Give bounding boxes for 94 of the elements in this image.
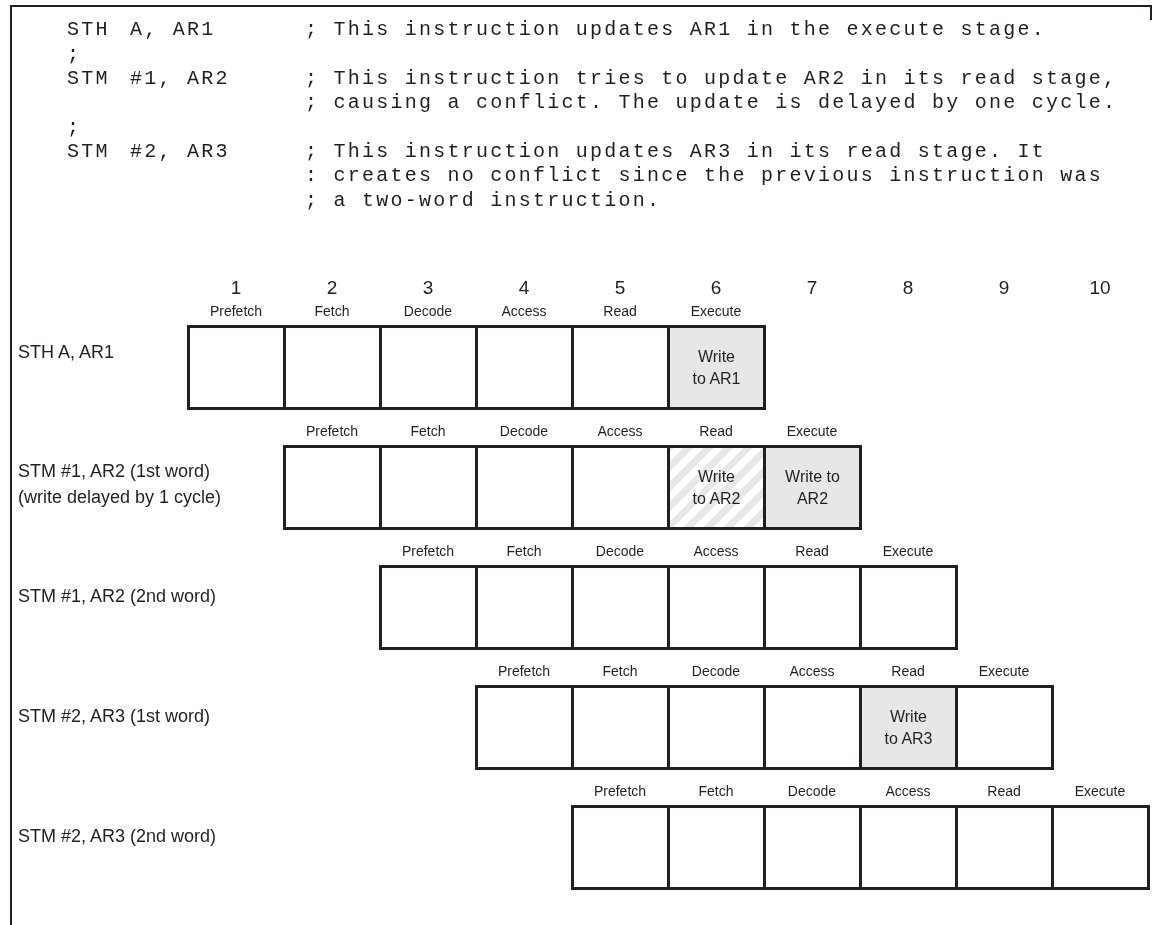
shaded-pipeline-cell	[763, 445, 862, 530]
pipeline-cell	[475, 685, 574, 770]
code-comment: ; This instruction tries to update AR2 in its read stage,	[305, 67, 1118, 91]
code-comment: : creates no conflict since the previous instruction was	[305, 164, 1104, 188]
instruction-label: STM #1, AR2 (1st word)	[18, 460, 211, 483]
stage-label: Execute	[1073, 782, 1127, 800]
pipeline-cell	[475, 445, 574, 530]
pipeline-cell	[283, 325, 382, 410]
stage-label: Fetch	[601, 662, 639, 680]
pipeline-cell	[187, 325, 286, 410]
cycle-number: 6	[709, 277, 723, 299]
code-comment: ; a two-word instruction.	[305, 189, 662, 213]
stage-label: Prefetch	[496, 662, 552, 680]
pipeline-cell	[667, 565, 766, 650]
instruction-label: STH A, AR1	[18, 341, 115, 364]
instruction-mnemonic: STM	[67, 67, 110, 91]
stage-label: Decode	[690, 662, 742, 680]
cycle-number: 4	[517, 277, 531, 299]
code-comment: ; This instruction updates AR3 in its read stage. It	[305, 140, 1047, 164]
stage-label: Access	[884, 782, 932, 800]
cycle-number: 8	[901, 277, 915, 299]
stage-label: Execute	[881, 542, 935, 560]
cycle-number: 2	[325, 277, 339, 299]
instruction-mnemonic: STM	[67, 140, 110, 164]
pipeline-cell	[667, 805, 766, 890]
stage-label: Fetch	[697, 782, 735, 800]
stage-label: Decode	[594, 542, 646, 560]
pipeline-cell	[571, 685, 670, 770]
pipeline-cell	[475, 565, 574, 650]
stage-label: Fetch	[409, 422, 447, 440]
pipeline-cell	[763, 685, 862, 770]
stage-label: Access	[500, 302, 548, 320]
cycle-number: 9	[997, 277, 1011, 299]
pipeline-cell	[571, 565, 670, 650]
stage-label: Access	[596, 422, 644, 440]
shaded-pipeline-cell	[859, 685, 958, 770]
cell-text: Write to AR1	[691, 346, 742, 389]
cycle-number: 3	[421, 277, 435, 299]
stage-label: Prefetch	[208, 302, 264, 320]
pipeline-cell	[1051, 805, 1150, 890]
cycle-number: 1	[229, 277, 243, 299]
instruction-operands: #1, AR2	[130, 67, 230, 91]
hatched-pipeline-cell	[667, 445, 766, 530]
pipeline-cell	[763, 565, 862, 650]
instruction-operands: A, AR1	[130, 18, 216, 42]
stage-label: Decode	[402, 302, 454, 320]
cell-text: Write to AR2	[691, 466, 742, 509]
stage-label: Read	[794, 542, 830, 560]
stage-label: Access	[692, 542, 740, 560]
pipeline-cell	[379, 445, 478, 530]
instruction-label: STM #1, AR2 (2nd word)	[18, 585, 217, 608]
code-comment: ;	[67, 116, 82, 140]
pipeline-cell	[955, 685, 1054, 770]
stage-label: Fetch	[313, 302, 351, 320]
stage-label: Decode	[786, 782, 838, 800]
code-comment: ;	[67, 43, 82, 67]
stage-label: Fetch	[505, 542, 543, 560]
stage-label: Read	[890, 662, 926, 680]
pipeline-cell	[859, 565, 958, 650]
pipeline-cell	[955, 805, 1054, 890]
pipeline-cell	[571, 805, 670, 890]
cell-text: Write to AR3	[883, 706, 934, 749]
pipeline-cell	[571, 445, 670, 530]
code-comment: ; This instruction updates AR1 in the execute stage.	[305, 18, 1047, 42]
stage-label: Read	[986, 782, 1022, 800]
pipeline-cell	[859, 805, 958, 890]
code-comment: ; causing a conflict. The update is delayed by one cycle.	[305, 91, 1118, 115]
pipeline-cell	[667, 685, 766, 770]
cycle-number: 10	[1088, 277, 1112, 299]
instruction-label: (write delayed by 1 cycle)	[18, 486, 222, 509]
stage-label: Decode	[498, 422, 550, 440]
pipeline-cell	[379, 325, 478, 410]
stage-label: Access	[788, 662, 836, 680]
stage-label: Execute	[977, 662, 1031, 680]
pipeline-cell	[379, 565, 478, 650]
stage-label: Read	[698, 422, 734, 440]
pipeline-cell	[763, 805, 862, 890]
stage-label: Prefetch	[304, 422, 360, 440]
cycle-number: 5	[613, 277, 627, 299]
instruction-operands: #2, AR3	[130, 140, 230, 164]
cell-text: Write to AR2	[784, 466, 841, 509]
stage-label: Prefetch	[592, 782, 648, 800]
stage-label: Prefetch	[400, 542, 456, 560]
instruction-label: STM #2, AR3 (2nd word)	[18, 825, 217, 848]
pipeline-cell	[475, 325, 574, 410]
pipeline-cell	[283, 445, 382, 530]
cycle-number: 7	[805, 277, 819, 299]
stage-label: Execute	[785, 422, 839, 440]
instruction-mnemonic: STH	[67, 18, 110, 42]
shaded-pipeline-cell	[667, 325, 766, 410]
stage-label: Read	[602, 302, 638, 320]
stage-label: Execute	[689, 302, 743, 320]
instruction-label: STM #2, AR3 (1st word)	[18, 705, 211, 728]
pipeline-cell	[571, 325, 670, 410]
